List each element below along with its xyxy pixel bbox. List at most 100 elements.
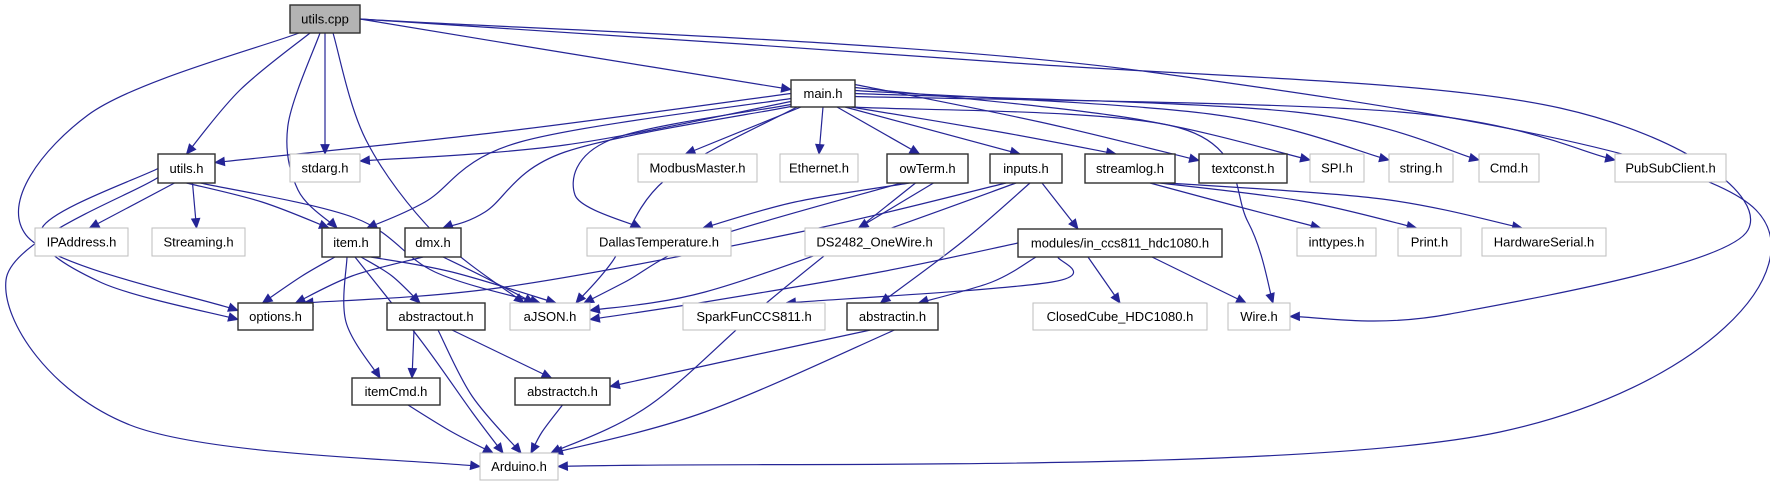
node-main_h[interactable]: main.h bbox=[790, 79, 856, 108]
edge-item_h-to-aJSON_h bbox=[370, 256, 558, 305]
node-box-Print_h bbox=[1397, 227, 1462, 257]
node-label-textconst_h: textconst.h bbox=[1212, 161, 1275, 176]
edge-main_h-to-aJSON_h bbox=[575, 106, 798, 304]
node-label-dmx_h: dmx.h bbox=[415, 235, 450, 250]
node-utils_cpp: utils.cpp bbox=[289, 4, 361, 34]
edge-main_h-to-inputs_h bbox=[844, 106, 1022, 157]
edges-layer bbox=[5, 18, 1770, 471]
node-label-abstractin_h: abstractin.h bbox=[859, 309, 926, 324]
node-label-DallasTemperature_h: DallasTemperature.h bbox=[599, 235, 719, 250]
node-box-SparkFunCCS811_h bbox=[682, 302, 826, 331]
node-label-owTerm_h: owTerm.h bbox=[899, 161, 955, 176]
node-label-streamlog_h: streamlog.h bbox=[1096, 161, 1164, 176]
edge-item_h-to-options_h bbox=[261, 256, 336, 304]
node-box-owTerm_h[interactable] bbox=[886, 153, 969, 184]
node-label-Arduino_h: Arduino.h bbox=[491, 459, 547, 474]
node-box-DS2482_OneWire_h bbox=[804, 227, 945, 257]
node-aJSON_h: aJSON.h bbox=[509, 302, 591, 331]
node-ModbusMaster_h: ModbusMaster.h bbox=[637, 153, 758, 183]
node-box-string_h bbox=[1388, 153, 1454, 183]
node-box-inputs_h[interactable] bbox=[989, 153, 1063, 184]
node-label-itemCmd_h: itemCmd.h bbox=[365, 384, 428, 399]
node-label-abstractch_h: abstractch.h bbox=[527, 384, 598, 399]
node-HardwareSerial_h: HardwareSerial.h bbox=[1481, 227, 1607, 257]
node-itemCmd_h[interactable]: itemCmd.h bbox=[351, 377, 441, 406]
edge-modules_in-to-Wire_h bbox=[1151, 256, 1247, 304]
node-box-itemCmd_h[interactable] bbox=[351, 377, 441, 406]
node-label-aJSON_h: aJSON.h bbox=[524, 309, 577, 324]
node-box-options_h[interactable] bbox=[237, 302, 314, 331]
edge-utils_cpp-to-options_h bbox=[17, 32, 300, 312]
node-stdarg_h: stdarg.h bbox=[289, 153, 361, 183]
node-Wire_h: Wire.h bbox=[1227, 302, 1291, 331]
node-box-Wire_h bbox=[1227, 302, 1291, 331]
node-ClosedCube_HDC1080_h: ClosedCube_HDC1080.h bbox=[1032, 302, 1208, 331]
node-abstractout_h[interactable]: abstractout.h bbox=[386, 302, 486, 331]
node-dmx_h[interactable]: dmx.h bbox=[404, 227, 462, 258]
node-box-abstractout_h[interactable] bbox=[386, 302, 486, 331]
node-box-HardwareSerial_h bbox=[1481, 227, 1607, 257]
edge-utils_cpp-to-aJSON_h bbox=[332, 32, 525, 304]
node-box-textconst_h[interactable] bbox=[1198, 153, 1288, 184]
node-abstractin_h[interactable]: abstractin.h bbox=[846, 302, 939, 331]
node-label-DS2482_OneWire_h: DS2482_OneWire.h bbox=[816, 235, 932, 250]
edge-abstractch_h-to-Arduino_h bbox=[530, 404, 563, 454]
edge-modules_in-to-abstractin_h bbox=[917, 256, 1037, 305]
node-box-utils_h[interactable] bbox=[157, 153, 216, 184]
node-abstractch_h[interactable]: abstractch.h bbox=[514, 377, 611, 406]
node-label-ClosedCube_HDC1080_h: ClosedCube_HDC1080.h bbox=[1047, 309, 1194, 324]
node-item_h[interactable]: item.h bbox=[321, 227, 381, 258]
node-box-PubSubClient_h bbox=[1614, 153, 1727, 183]
node-box-ModbusMaster_h bbox=[637, 153, 758, 183]
edge-dmx_h-to-aJSON_h bbox=[442, 256, 535, 304]
node-owTerm_h[interactable]: owTerm.h bbox=[886, 153, 969, 184]
node-box-abstractin_h[interactable] bbox=[846, 302, 939, 331]
node-modules_in[interactable]: modules/in_ccs811_hdc1080.h bbox=[1017, 228, 1223, 258]
edge-utils_cpp-to-Wire_h bbox=[359, 18, 1752, 322]
edge-utils_h-to-Streaming_h bbox=[190, 182, 201, 230]
node-box-Ethernet_h bbox=[779, 153, 859, 183]
node-Cmd_h: Cmd.h bbox=[1478, 153, 1540, 183]
node-box-streamlog_h[interactable] bbox=[1084, 153, 1176, 184]
node-label-utils_cpp: utils.cpp bbox=[301, 12, 349, 27]
node-Streaming_h: Streaming.h bbox=[151, 227, 246, 257]
edge-itemCmd_h-to-Arduino_h bbox=[407, 404, 494, 454]
edge-main_h-to-Cmd_h bbox=[854, 92, 1481, 163]
node-box-dmx_h[interactable] bbox=[404, 227, 462, 258]
node-label-stdarg_h: stdarg.h bbox=[302, 161, 349, 176]
node-options_h[interactable]: options.h bbox=[237, 302, 314, 331]
node-label-string_h: string.h bbox=[1400, 161, 1443, 176]
edge-abstractout_h-to-itemCmd_h bbox=[407, 329, 418, 380]
edge-utils_h-to-Arduino_h bbox=[5, 177, 482, 471]
node-streamlog_h[interactable]: streamlog.h bbox=[1084, 153, 1176, 184]
edge-utils_h-to-aJSON_h bbox=[200, 182, 542, 305]
node-inputs_h[interactable]: inputs.h bbox=[989, 153, 1063, 184]
edge-owTerm_h-to-DallasTemperature_h bbox=[701, 182, 910, 230]
edge-utils_cpp-to-Arduino_h bbox=[359, 18, 1770, 471]
node-box-IPAddress_h bbox=[34, 227, 129, 257]
edge-utils_cpp-to-main_h bbox=[359, 18, 793, 93]
node-textconst_h[interactable]: textconst.h bbox=[1198, 153, 1288, 184]
edge-streamlog_h-to-HardwareSerial_h bbox=[1167, 182, 1524, 231]
edge-utils_cpp-to-item_h bbox=[286, 32, 338, 229]
node-DallasTemperature_h: DallasTemperature.h bbox=[586, 227, 732, 257]
edge-main_h-to-streamlog_h bbox=[850, 106, 1118, 157]
node-box-DallasTemperature_h bbox=[586, 227, 732, 257]
edge-utils_cpp-to-utils_h bbox=[185, 32, 311, 155]
node-box-abstractch_h[interactable] bbox=[514, 377, 611, 406]
edge-streamlog_h-to-Print_h bbox=[1159, 182, 1418, 231]
node-box-item_h[interactable] bbox=[321, 227, 381, 258]
edge-owTerm_h-to-DS2482_OneWire_h bbox=[857, 182, 934, 229]
node-box-utils_cpp bbox=[289, 4, 361, 34]
node-inttypes_h: inttypes.h bbox=[1296, 227, 1377, 257]
edge-modules_in-to-ClosedCube_HDC1080_h bbox=[1087, 256, 1121, 304]
node-utils_h[interactable]: utils.h bbox=[157, 153, 216, 184]
node-label-SparkFunCCS811_h: SparkFunCCS811.h bbox=[696, 309, 811, 324]
node-label-Streaming_h: Streaming.h bbox=[163, 235, 233, 250]
edge-main_h-to-Wire_h bbox=[852, 106, 1275, 305]
node-box-modules_in[interactable] bbox=[1017, 228, 1223, 258]
node-box-main_h[interactable] bbox=[790, 79, 856, 108]
edge-inputs_h-to-modules_in bbox=[1041, 182, 1079, 230]
edge-main_h-to-utils_h bbox=[213, 92, 792, 167]
